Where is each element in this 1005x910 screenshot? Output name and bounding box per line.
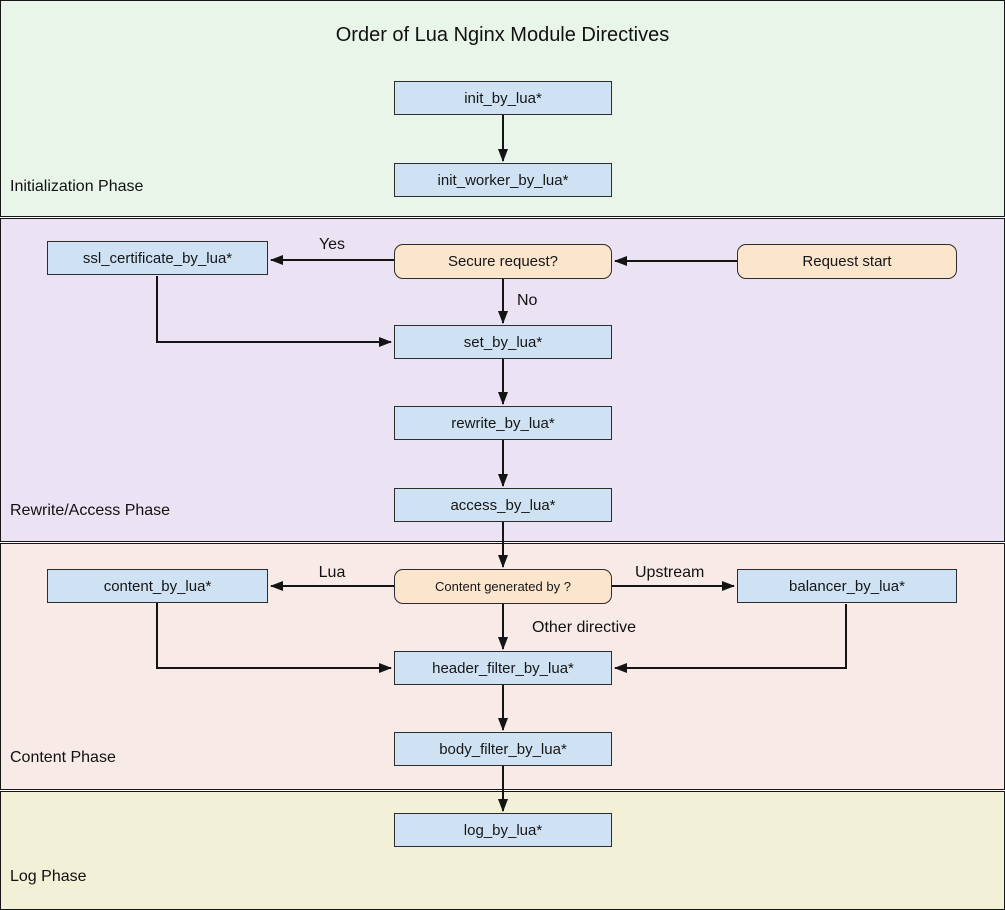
node-content-by-lua: content_by_lua* — [47, 569, 268, 603]
edge-label-other-directive: Other directive — [532, 619, 637, 636]
node-log-by-lua: log_by_lua* — [394, 813, 612, 847]
node-ssl-certificate-by-lua: ssl_certificate_by_lua* — [47, 241, 268, 275]
node-init-by-lua: init_by_lua* — [394, 81, 612, 115]
node-rewrite-by-lua: rewrite_by_lua* — [394, 406, 612, 440]
edge-label-upstream: Upstream — [635, 564, 705, 581]
diagram-title: Order of Lua Nginx Module Directives — [335, 24, 670, 46]
edge-label-lua: Lua — [318, 564, 346, 581]
node-access-by-lua: access_by_lua* — [394, 488, 612, 522]
phase-label-initialization: Initialization Phase — [10, 178, 144, 195]
phase-label-rewrite-access: Rewrite/Access Phase — [10, 502, 171, 519]
edge-label-no: No — [517, 292, 538, 309]
phase-label-content: Content Phase — [10, 749, 116, 766]
phase-band-log — [0, 791, 1005, 910]
node-set-by-lua: set_by_lua* — [394, 325, 612, 359]
node-header-filter-by-lua: header_filter_by_lua* — [394, 651, 612, 685]
phase-label-log: Log Phase — [10, 868, 87, 885]
node-request-start: Request start — [737, 244, 957, 279]
node-secure-request: Secure request? — [394, 244, 612, 279]
node-body-filter-by-lua: body_filter_by_lua* — [394, 732, 612, 766]
node-balancer-by-lua: balancer_by_lua* — [737, 569, 957, 603]
edge-label-yes: Yes — [318, 236, 346, 253]
node-init-worker-by-lua: init_worker_by_lua* — [394, 163, 612, 197]
node-content-generated-by: Content generated by ? — [394, 569, 612, 604]
